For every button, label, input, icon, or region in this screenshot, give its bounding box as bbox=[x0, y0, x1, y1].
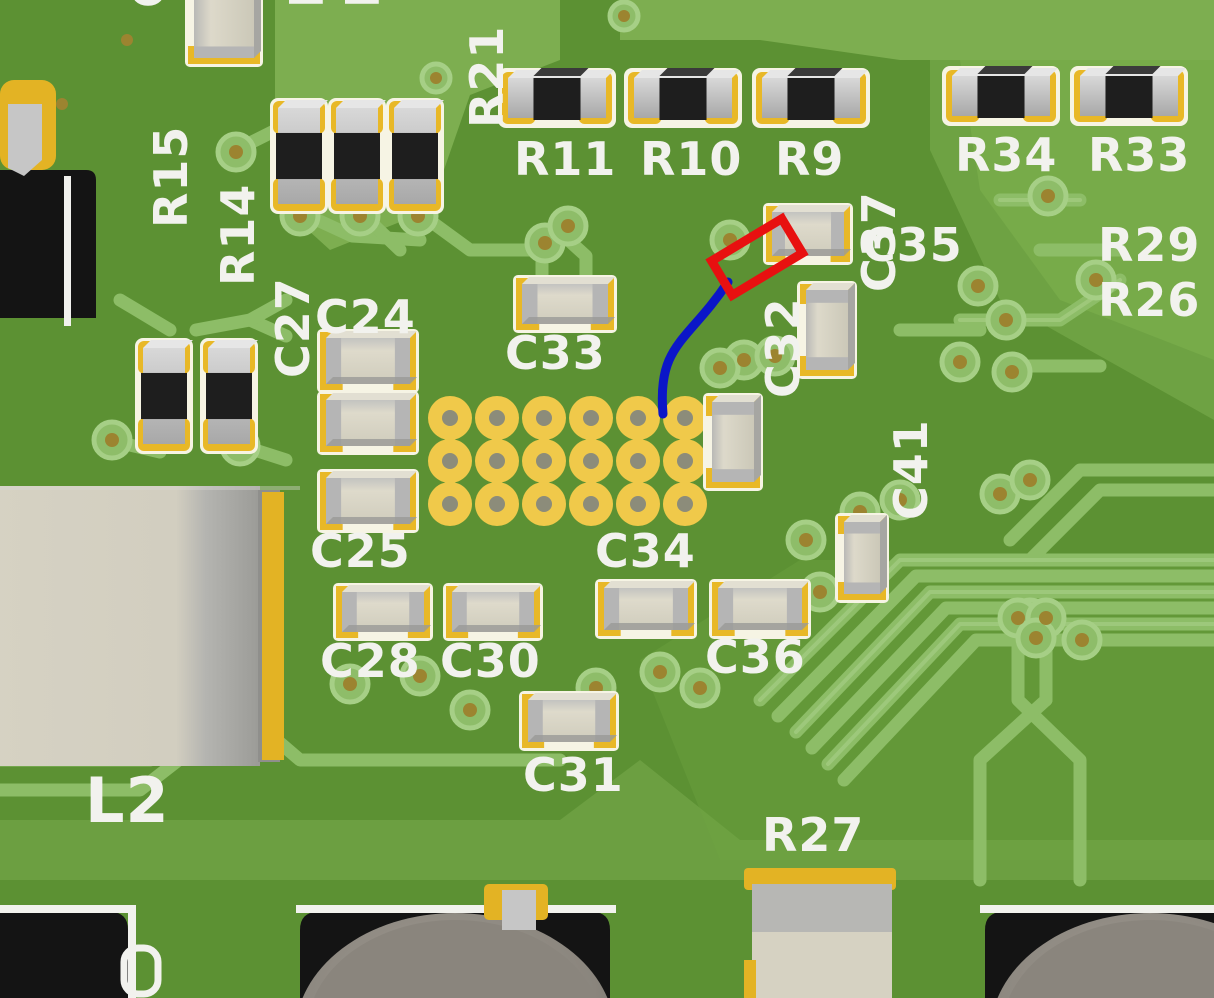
component-C35 bbox=[772, 205, 851, 256]
designator-r29: R29 bbox=[1098, 218, 1201, 272]
through-hole-drill bbox=[583, 410, 599, 426]
designator-r27: R27 bbox=[762, 808, 865, 862]
designator-l2: L2 bbox=[85, 764, 170, 837]
component-C13 bbox=[194, 0, 261, 58]
component-R16 bbox=[276, 100, 328, 204]
component-R9 bbox=[762, 68, 868, 120]
designator-r14: R14 bbox=[211, 183, 265, 286]
through-hole-drill bbox=[536, 453, 552, 469]
designator-c25: C25 bbox=[310, 524, 411, 578]
through-hole-drill bbox=[630, 410, 646, 426]
component-C31 bbox=[528, 693, 617, 742]
designator-r16: R16 bbox=[280, 0, 334, 8]
designator-r33: R33 bbox=[1088, 128, 1191, 182]
designator-r26: R26 bbox=[1098, 273, 1201, 327]
designator-c27: C27 bbox=[266, 277, 320, 378]
component-R21 bbox=[392, 100, 444, 204]
through-hole-drill bbox=[583, 496, 599, 512]
electrolytic-capacitors bbox=[0, 884, 1214, 998]
component-C28 bbox=[342, 585, 431, 632]
component-R10 bbox=[634, 68, 740, 120]
component-R14 bbox=[206, 340, 258, 444]
through-hole-drill bbox=[536, 496, 552, 512]
designator-c33: C33 bbox=[505, 326, 606, 380]
component-R33 bbox=[1080, 66, 1186, 118]
component-C41 bbox=[844, 515, 887, 594]
through-hole-drill bbox=[489, 410, 505, 426]
designator-c13: C13 bbox=[122, 0, 176, 8]
designator-c34: C34 bbox=[595, 524, 696, 578]
component-R34 bbox=[952, 66, 1058, 118]
component-C36 bbox=[718, 581, 809, 630]
component-R15 bbox=[141, 340, 193, 444]
through-hole-drill bbox=[630, 496, 646, 512]
component-C37 bbox=[806, 283, 855, 370]
designator-r15: R15 bbox=[144, 125, 198, 228]
component-C27 bbox=[326, 393, 417, 446]
designator-r9: R9 bbox=[775, 132, 845, 186]
designator-r11: R11 bbox=[514, 132, 617, 186]
through-hole-drill bbox=[536, 410, 552, 426]
through-hole-drill bbox=[442, 410, 458, 426]
component-L2-body bbox=[0, 486, 300, 766]
through-hole-drill bbox=[677, 496, 693, 512]
designator-c24: C24 bbox=[315, 290, 416, 344]
component-C33 bbox=[522, 277, 615, 324]
designator-c28: C28 bbox=[320, 634, 421, 688]
designator-c30: C30 bbox=[440, 634, 541, 688]
component-C25 bbox=[326, 471, 417, 524]
component-R20 bbox=[334, 100, 386, 204]
component-bodies bbox=[141, 0, 1186, 742]
designator-r10: R10 bbox=[640, 132, 743, 186]
designator-r34: R34 bbox=[955, 128, 1058, 182]
through-hole-drill bbox=[630, 453, 646, 469]
through-hole-drill bbox=[442, 496, 458, 512]
component-C34 bbox=[604, 581, 695, 630]
through-hole-drill bbox=[442, 453, 458, 469]
designator-c41: C41 bbox=[884, 419, 938, 520]
through-hole-drill bbox=[489, 453, 505, 469]
black-ic-corner bbox=[0, 80, 96, 326]
designator-c32: C32 bbox=[756, 297, 810, 398]
through-hole-drill bbox=[677, 410, 693, 426]
designator-c37: C37 bbox=[852, 191, 906, 292]
component-C32 bbox=[712, 395, 761, 482]
component-C24 bbox=[326, 331, 417, 384]
through-hole-drill bbox=[677, 453, 693, 469]
designator-c35: C35 bbox=[862, 218, 963, 272]
component-R11 bbox=[508, 68, 614, 120]
through-hole-drill bbox=[489, 496, 505, 512]
designator-c36: C36 bbox=[705, 630, 806, 684]
component-R27-body bbox=[744, 868, 896, 998]
designator-c31: C31 bbox=[523, 748, 624, 802]
component-C30 bbox=[452, 585, 541, 632]
designator-r21: R21 bbox=[460, 25, 514, 128]
through-hole-grid bbox=[428, 396, 707, 526]
through-hole-drill bbox=[583, 453, 599, 469]
designator-r20: R20 bbox=[336, 0, 390, 8]
